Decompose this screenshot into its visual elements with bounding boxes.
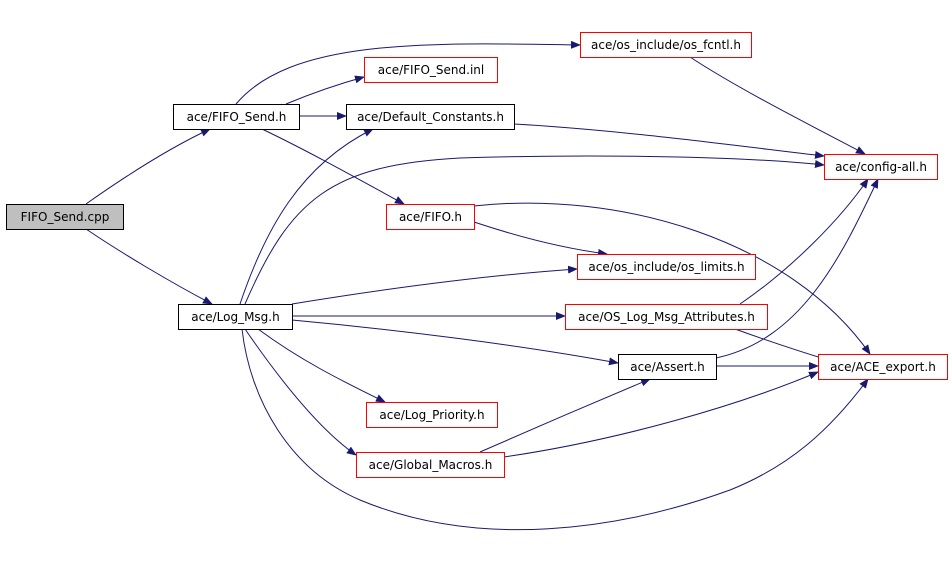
- node-box[interactable]: [818, 354, 948, 380]
- edge-fifo-send-cpp-to-fifo-send-h: [85, 128, 211, 205]
- edge-log-msg-h-to-config-all-h: [244, 155, 825, 305]
- edges: [85, 40, 879, 531]
- edge-global-macros-h-to-assert-h: [479, 378, 651, 453]
- node-box[interactable]: [386, 204, 475, 230]
- node-log-msg-h[interactable]: ace/Log_Msg.h: [178, 304, 293, 330]
- edge-fifo-h-to-ace-export-h: [473, 202, 871, 355]
- node-assert-h[interactable]: ace/Assert.h: [618, 354, 717, 380]
- node-label: ace/Default_Constants.h: [357, 110, 504, 124]
- node-os-log-msg-attributes-h[interactable]: ace/OS_Log_Msg_Attributes.h: [565, 304, 768, 330]
- edge-log-msg-h-to-global-macros-h: [244, 328, 357, 456]
- edge-os-log-msg-attributes-h-to-config-all-h: [739, 178, 869, 305]
- edge-log-msg-h-to-default-constants-h: [239, 128, 374, 305]
- edge-log-msg-h-to-os-limits-h: [291, 265, 578, 305]
- node-label: ace/Assert.h: [630, 360, 705, 374]
- node-fifo-send-inl[interactable]: ace/FIFO_Send.inl: [364, 57, 498, 83]
- node-label: ace/Log_Msg.h: [191, 310, 279, 324]
- edge-fifo-send-cpp-to-log-msg-h: [85, 228, 213, 305]
- edge-log-msg-h-to-assert-h: [291, 319, 619, 366]
- node-fifo-send-cpp[interactable]: FIFO_Send.cpp: [6, 204, 124, 230]
- node-box[interactable]: [565, 304, 768, 330]
- node-box[interactable]: [824, 154, 938, 180]
- node-label: ace/os_include/os_fcntl.h: [591, 38, 741, 52]
- edge-assert-h-to-config-all-h: [715, 178, 879, 359]
- node-config-all-h[interactable]: ace/config-all.h: [824, 154, 938, 180]
- node-box[interactable]: [178, 304, 293, 330]
- edge-global-macros-h-to-ace-export-h: [503, 371, 819, 458]
- node-label: ace/FIFO.h: [399, 210, 462, 224]
- node-fifo-send-h[interactable]: ace/FIFO_Send.h: [173, 104, 300, 130]
- node-box[interactable]: [364, 57, 498, 83]
- node-box[interactable]: [356, 452, 505, 478]
- edge-log-msg-h-to-ace-export-h: [241, 328, 869, 531]
- node-box[interactable]: [580, 32, 752, 58]
- edge-fifo-send-h-to-fifo-h: [261, 128, 405, 205]
- edge-default-constants-h-to-config-all-h: [513, 123, 825, 159]
- node-default-constants-h[interactable]: ace/Default_Constants.h: [346, 104, 515, 130]
- node-box[interactable]: [6, 204, 124, 230]
- nodes: FIFO_Send.cpp ace/FIFO_Send.h ace/Log_Msg.…: [6, 32, 948, 478]
- node-ace-export-h[interactable]: ace/ACE_export.h: [818, 354, 948, 380]
- edge-fifo-h-to-os-limits-h: [473, 221, 608, 257]
- node-label: ace/Global_Macros.h: [369, 458, 493, 472]
- node-box[interactable]: [173, 104, 300, 130]
- node-label: ace/ACE_export.h: [830, 360, 936, 374]
- node-label: ace/os_include/os_limits.h: [588, 260, 744, 274]
- edge-fifo-send-h-to-os-fcntl-h: [235, 40, 581, 105]
- node-label: ace/Log_Priority.h: [379, 408, 484, 422]
- node-box[interactable]: [346, 104, 515, 130]
- node-os-fcntl-h[interactable]: ace/os_include/os_fcntl.h: [580, 32, 752, 58]
- node-label: ace/FIFO_Send.inl: [378, 63, 484, 77]
- edge-os-log-msg-attributes-h-to-ace-export-h: [734, 328, 829, 362]
- node-os-limits-h[interactable]: ace/os_include/os_limits.h: [577, 254, 756, 280]
- node-log-priority-h[interactable]: ace/Log_Priority.h: [366, 402, 498, 428]
- node-label: ace/OS_Log_Msg_Attributes.h: [578, 310, 755, 324]
- node-label: FIFO_Send.cpp: [21, 210, 110, 224]
- node-label: ace/FIFO_Send.h: [187, 110, 287, 124]
- node-label: ace/config-all.h: [835, 160, 927, 174]
- node-box[interactable]: [577, 254, 756, 280]
- edge-os-fcntl-h-to-config-all-h: [689, 56, 866, 155]
- edge-log-msg-h-to-log-priority-h: [257, 328, 386, 403]
- node-global-macros-h[interactable]: ace/Global_Macros.h: [356, 452, 505, 478]
- node-box[interactable]: [618, 354, 717, 380]
- node-fifo-h[interactable]: ace/FIFO.h: [386, 204, 475, 230]
- edge-fifo-send-h-to-fifo-send-inl: [285, 75, 365, 105]
- node-box[interactable]: [366, 402, 498, 428]
